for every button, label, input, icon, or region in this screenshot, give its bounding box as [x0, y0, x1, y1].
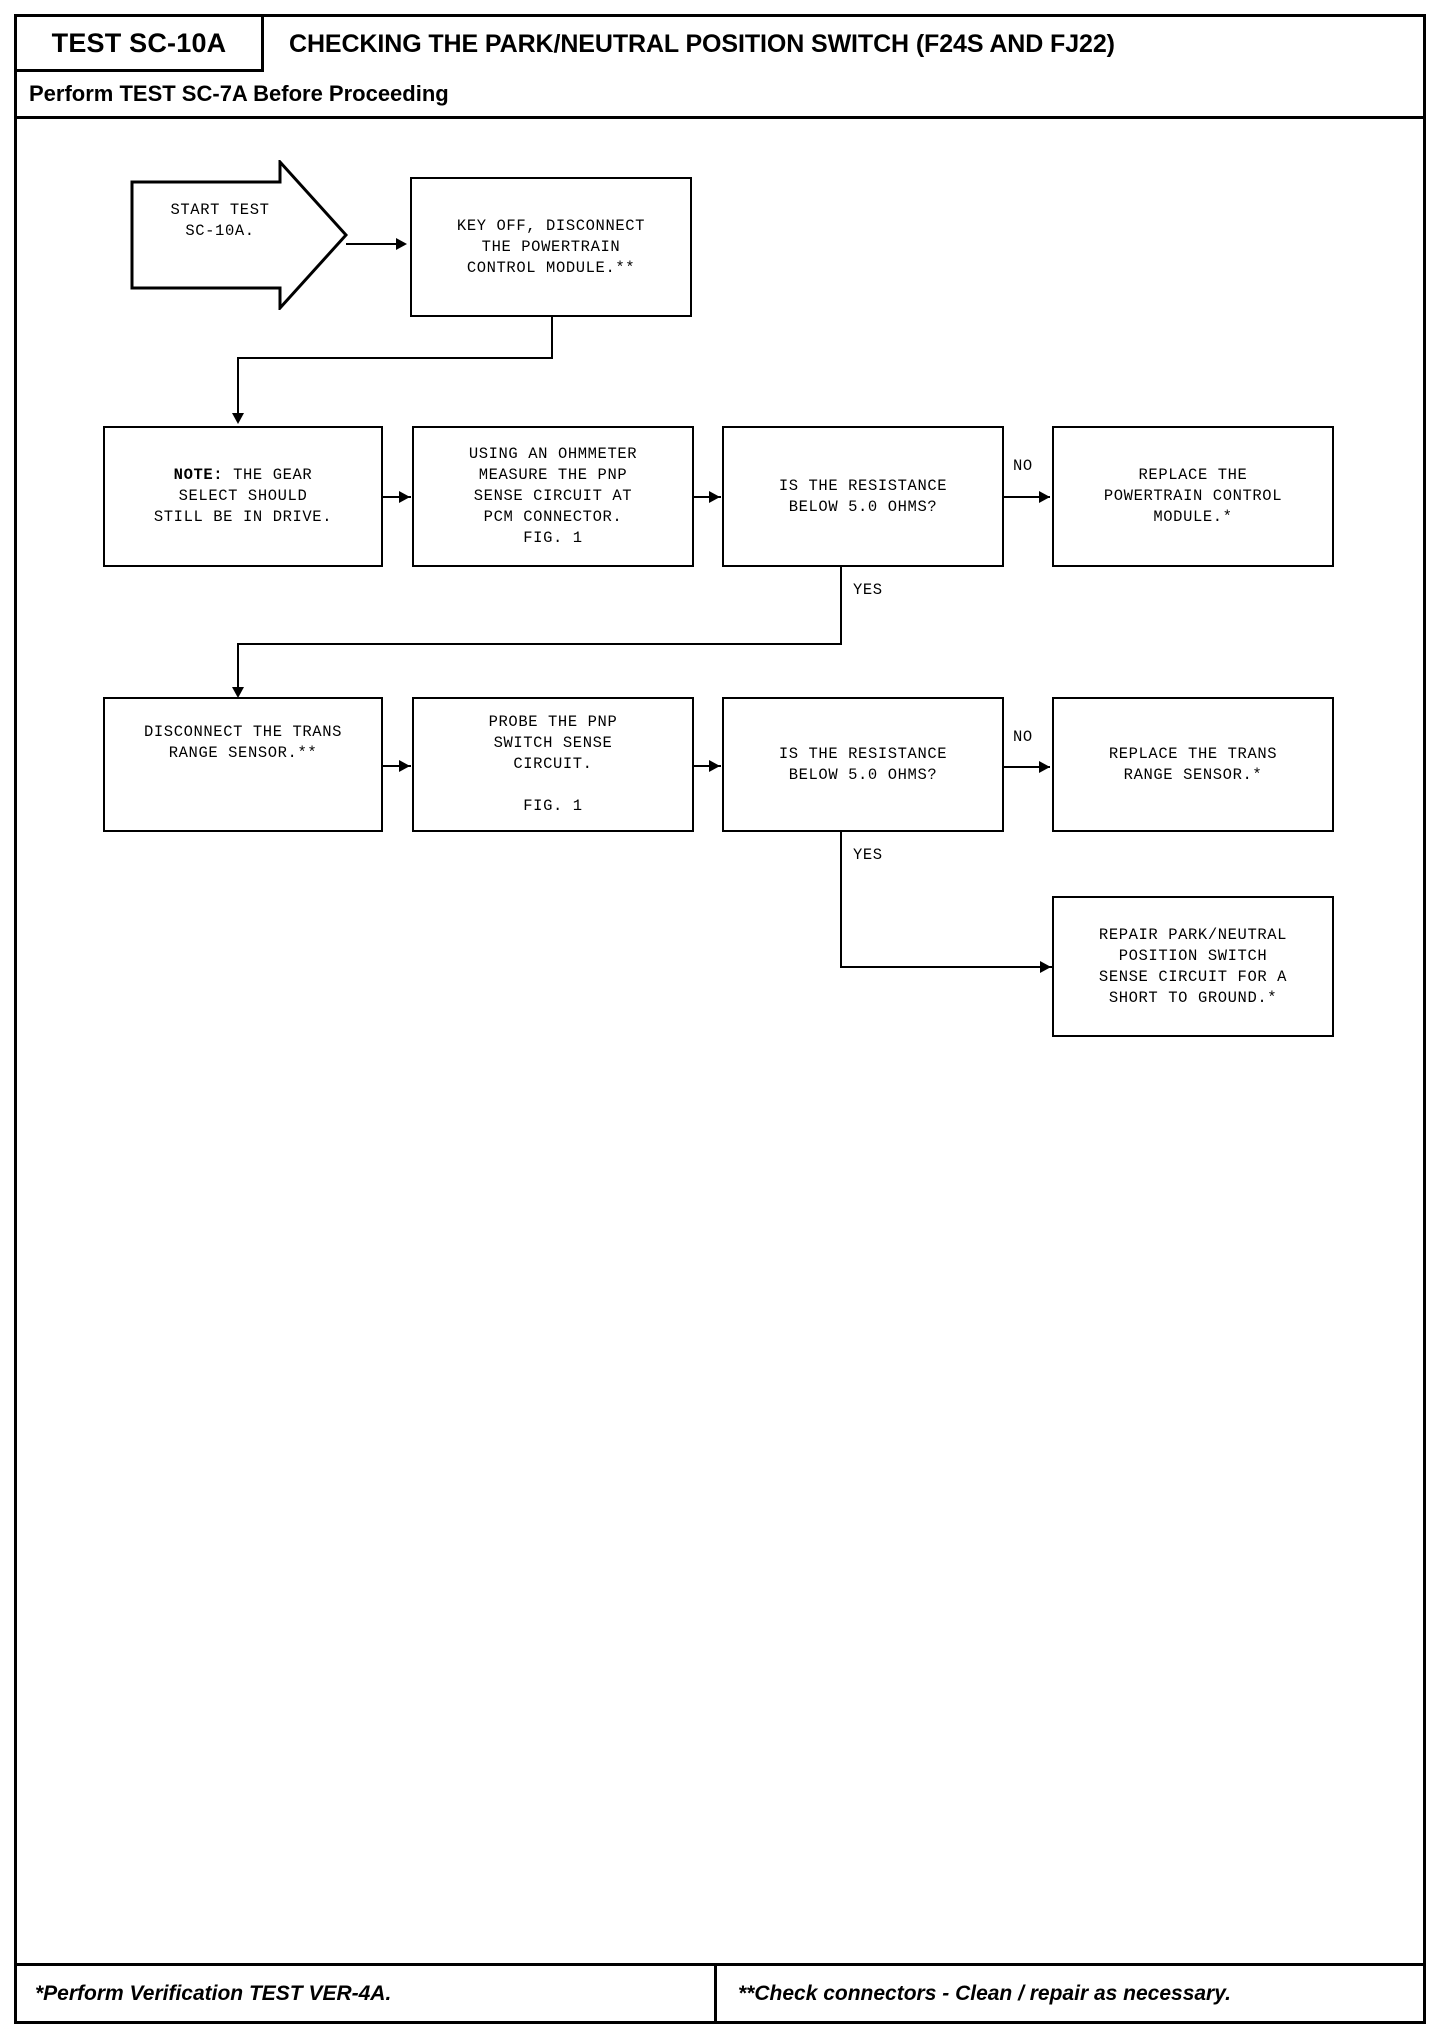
connector-keyoff-left: [237, 357, 553, 359]
arrowhead-start-to-keyoff: [396, 238, 407, 250]
step-ohmmeter-text: USING AN OHMMETER MEASURE THE PNP SENSE …: [468, 445, 638, 547]
action-replace-pcm-text: REPLACE THE POWERTRAIN CONTROL MODULE.*: [1103, 466, 1283, 526]
footer-left-cell: *Perform Verification TEST VER-4A.: [17, 1966, 717, 2021]
connector-probe-to-decision2: [694, 765, 721, 767]
step-probe-text: PROBE THE PNP SWITCH SENSE CIRCUIT. FIG.…: [488, 713, 618, 815]
header-test-id-cell: TEST SC-10A: [17, 17, 264, 72]
footer-left-note: *Perform Verification TEST VER-4A.: [35, 1981, 392, 2005]
arrowhead-ohmmeter-to-decision1: [709, 491, 720, 503]
action-replace-trs-box: REPLACE THE TRANS RANGE SENSOR.*: [1052, 697, 1334, 832]
page-border: [14, 14, 1426, 2024]
step-ohmmeter-box: USING AN OHMMETER MEASURE THE PNP SENSE …: [412, 426, 694, 567]
arrowhead-decision2-no: [1039, 761, 1050, 773]
note-gear-select-box: NOTE: THE GEAR SELECT SHOULD STILL BE IN…: [103, 426, 383, 567]
header-subtitle-cell: Perform TEST SC-7A Before Proceeding: [17, 72, 1423, 119]
connector-note-to-ohmmeter: [383, 496, 411, 498]
arrowhead-to-disconnect-trs: [232, 687, 244, 698]
decision-pcm-resistance-box: IS THE RESISTANCE BELOW 5.0 OHMS?: [722, 426, 1004, 567]
connector-decision1-yes-to-row3: [237, 643, 239, 693]
arrowhead-decision1-no: [1039, 491, 1050, 503]
connector-decision1-yes-down: [840, 567, 842, 645]
note-label: NOTE:: [173, 466, 224, 484]
step-key-off-box: KEY OFF, DISCONNECT THE POWERTRAIN CONTR…: [410, 177, 692, 317]
connector-decision2-yes-right: [840, 966, 1052, 968]
connector-keyoff-down: [551, 317, 553, 359]
header-title-cell: CHECKING THE PARK/NEUTRAL POSITION SWITC…: [264, 17, 1423, 72]
edge-label-yes-1: YES: [853, 581, 883, 599]
note-gear-select-text: NOTE: THE GEAR SELECT SHOULD STILL BE IN…: [154, 465, 332, 528]
footer-right-note: **Check connectors - Clean / repair as n…: [738, 1981, 1231, 2005]
edge-label-no-1: NO: [1013, 457, 1033, 475]
step-probe-box: PROBE THE PNP SWITCH SENSE CIRCUIT. FIG.…: [412, 697, 694, 832]
decision-pcm-resistance-text: IS THE RESISTANCE BELOW 5.0 OHMS?: [778, 476, 948, 516]
step-key-off-text: KEY OFF, DISCONNECT THE POWERTRAIN CONTR…: [456, 216, 646, 277]
edge-label-yes-2: YES: [853, 846, 883, 864]
connector-ohmmeter-to-decision1: [694, 496, 721, 498]
header-test-id: TEST SC-10A: [51, 27, 227, 58]
start-banner-shape: [130, 160, 348, 310]
arrowhead-to-repair-short: [1040, 961, 1051, 973]
page-title: CHECKING THE PARK/NEUTRAL POSITION SWITC…: [289, 30, 1115, 58]
connector-decision1-yes-left: [237, 643, 842, 645]
action-replace-trs-text: REPLACE THE TRANS RANGE SENSOR.*: [1108, 744, 1278, 784]
connector-decision2-yes-down: [840, 832, 842, 968]
step-disconnect-trs-text: DISCONNECT THE TRANS RANGE SENSOR.**: [143, 722, 343, 762]
edge-label-no-2: NO: [1013, 728, 1033, 746]
action-repair-short-box: REPAIR PARK/NEUTRAL POSITION SWITCH SENS…: [1052, 896, 1334, 1037]
decision-trs-resistance-text: IS THE RESISTANCE BELOW 5.0 OHMS?: [778, 744, 948, 784]
connector-start-to-keyoff: [346, 243, 398, 245]
action-repair-short-text: REPAIR PARK/NEUTRAL POSITION SWITCH SENS…: [1098, 925, 1288, 1007]
connector-keyoff-to-note: [237, 357, 239, 419]
header-subtitle: Perform TEST SC-7A Before Proceeding: [29, 81, 449, 106]
arrowhead-probe-to-decision2: [709, 760, 720, 772]
note-gear-select-rest: THE GEAR SELECT SHOULD STILL BE IN DRIVE…: [153, 466, 333, 526]
connector-decision1-no: [1004, 496, 1050, 498]
start-banner-label: START TEST SC-10A.: [170, 201, 270, 240]
connector-decision2-no: [1004, 766, 1050, 768]
connector-trs-to-probe: [383, 765, 411, 767]
action-replace-pcm-box: REPLACE THE POWERTRAIN CONTROL MODULE.*: [1052, 426, 1334, 567]
arrowhead-note-to-ohmmeter: [399, 491, 410, 503]
step-disconnect-trs-box: DISCONNECT THE TRANS RANGE SENSOR.**: [103, 697, 383, 832]
arrowhead-trs-to-probe: [399, 760, 410, 772]
footer-right-cell: **Check connectors - Clean / repair as n…: [720, 1966, 1423, 2021]
decision-trs-resistance-box: IS THE RESISTANCE BELOW 5.0 OHMS?: [722, 697, 1004, 832]
arrowhead-to-note: [232, 413, 244, 424]
footer-divider: [17, 1963, 1423, 2021]
